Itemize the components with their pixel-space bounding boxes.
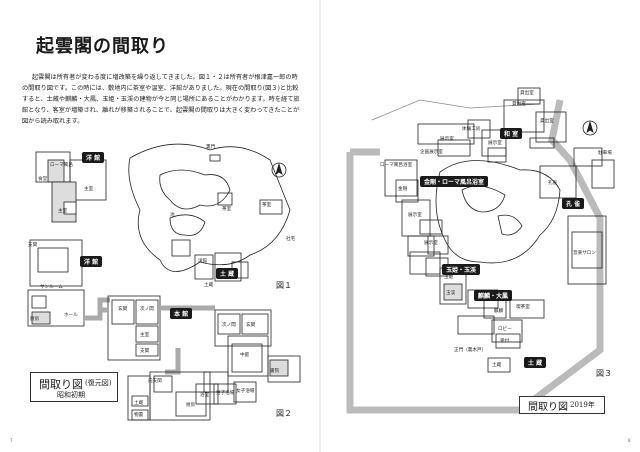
room-label: 玄関 [246,323,256,328]
room-label: 土蔵 [134,401,144,406]
room-label: 女子浴場 [236,389,255,394]
room-label: 中庭 [240,353,250,358]
room-label: 麒麟 [494,309,504,314]
page-number-right: 8 [628,438,631,443]
room-label: 展示室 [440,137,454,142]
room-label: 次ノ間 [222,323,236,328]
map-year: 2019年 [570,401,595,409]
room-label: 内支関 [148,379,162,384]
room-label: 主室 [84,187,94,192]
room-label: ローマ風呂浴室 [380,163,413,168]
section-dozo-right: 土 蔵 [524,357,547,368]
section-washitsu: 和 室 [500,128,523,139]
room-label: 男子浴場 [216,391,235,396]
section-gyokuki-gyokkei: 玉姫・玉渓 [442,264,481,275]
section-honkan: 本 館 [170,308,193,319]
section-yokan-2: 洋 館 [80,256,103,267]
room-label: 支関 [140,349,150,354]
room-label: ロビー [498,327,512,332]
map-title-box-right: 間取り図 2019年 [519,396,605,414]
room-label: 玉渓 [446,291,456,296]
map-title-right: 間取り図 [528,402,568,413]
figure-2-label: 図２ [276,409,292,418]
figure-1-label: 図１ [276,281,292,290]
room-label: 主室 [58,209,68,214]
room-label: 物置 [134,413,144,418]
room-label: 体験工房 [462,127,481,132]
room-label: 受付 [500,339,510,344]
room-label: 音楽サロン [573,251,596,256]
room-label: ローマ風呂 [50,163,73,168]
room-label: 浴室 [200,393,210,398]
room-label: 貸出室 [540,119,554,124]
section-kujaku: 孔 雀 [562,198,585,209]
room-label: 企画展示室 [420,150,443,155]
intro-paragraph: 起雲閣は所有者が変わる度に増改築を繰り返してきました。図１・２は所有者が根津嘉一… [22,74,300,125]
garden-label: 茶室 [262,203,272,208]
room-label: 食堂 [38,177,48,182]
room-label: 次ノ間 [140,307,154,312]
section-kirin-taiho: 麒麟・大鳳 [474,290,513,301]
room-label: 展示室 [424,241,438,246]
garden-label: 茶室 [222,207,232,212]
room-label: ホール [64,313,78,318]
page-number-left: 7 [10,438,13,443]
room-label: 孔雀 [548,181,558,186]
garden-label: 土蔵 [204,283,214,288]
figure-3-label: 図３ [596,369,612,378]
map-subtitle: 昭和初期 [57,391,85,399]
room-label: 主室 [140,333,150,338]
room-label: 厨房 [186,403,196,408]
garden-label: 社宅 [286,237,296,242]
room-label: 駐車場 [598,151,612,156]
room-label: 正門（裏木戸） [454,348,487,353]
room-label: 喫茶室 [516,305,530,310]
map-title: 間取り図 [39,378,83,391]
room-label: 玉姫 [444,275,454,280]
room-label: 土蔵 [492,363,502,368]
room-label: 貸出室 [512,102,526,107]
room-label: 金剛 [398,187,408,192]
page-gutter [319,0,321,452]
page-title: 起雲閣の間取り [36,36,169,57]
map-title-sub: (復元図) [85,379,112,387]
room-label: サンルーム [40,285,63,290]
room-label: 展示室 [408,213,422,218]
room-label: 厨房 [30,317,40,322]
garden-label: 池 [170,213,175,218]
room-label: 玄関 [118,307,128,312]
room-label: 書院 [270,369,280,374]
map-title-box-left: 間取り図 (復元図) 昭和初期 [30,372,118,402]
garden-label: 洋館 [198,259,208,264]
section-yokan-1: 洋 館 [82,152,105,163]
section-kongo-roman-bath: 金剛・ローマ風呂浴室 [420,176,489,187]
room-label: 展示室 [488,141,502,146]
room-label: 貸出室 [520,91,534,96]
section-dozo-left: 土 蔵 [216,268,239,279]
garden-label: 裏門 [206,145,216,150]
room-label: 支関 [28,243,38,248]
